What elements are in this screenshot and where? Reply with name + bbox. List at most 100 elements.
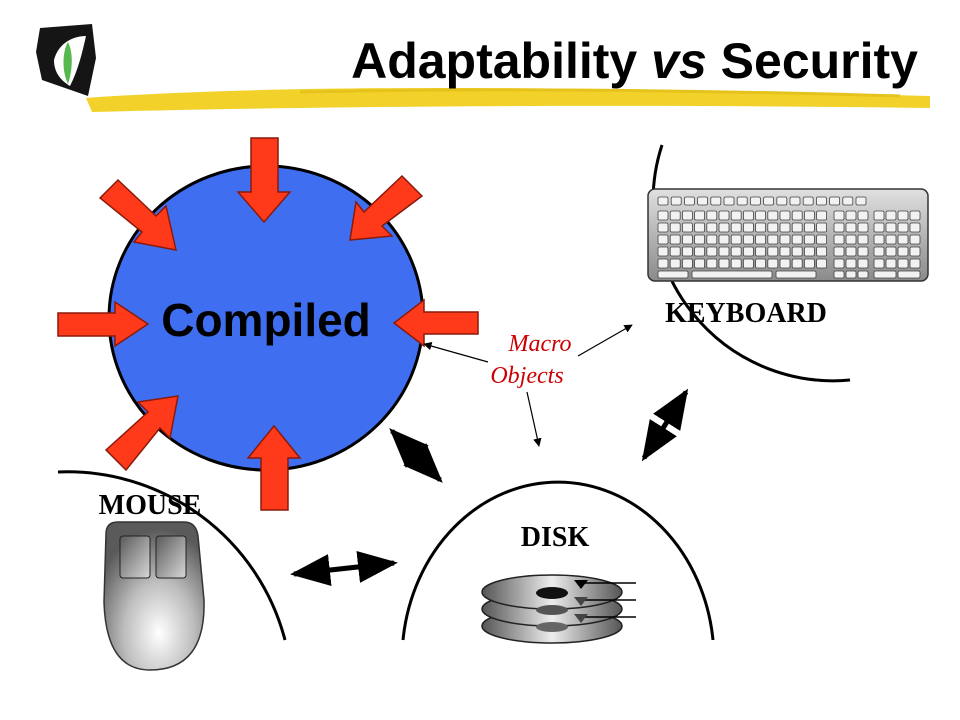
keyboard-key-icon [816, 258, 827, 269]
keyboard-key-icon [845, 222, 857, 233]
keyboard-key-icon [873, 258, 885, 269]
keyboard-key-icon [755, 210, 766, 221]
disk-stack-icon [481, 574, 636, 644]
keyboard-key-icon [694, 234, 705, 245]
keyboard-key-icon [791, 258, 803, 269]
keyboard-key-icon [767, 234, 779, 245]
keyboard-key-icon [718, 222, 730, 233]
keyboard-key-icon [857, 210, 869, 221]
keyboard-key-icon [791, 210, 803, 221]
keyboard-key-icon [657, 196, 669, 206]
keyboard-key-icon [706, 246, 718, 257]
keyboard-key-icon [767, 222, 779, 233]
keyboard-key-icon [855, 196, 867, 206]
keyboard-key-icon [743, 222, 754, 233]
title-highlight [86, 87, 930, 112]
keyboard-key-icon [657, 234, 669, 245]
keyboard-key-icon [897, 210, 909, 221]
pressure-arrow-top [236, 137, 292, 224]
mouse-left-button-icon [119, 535, 151, 579]
macro-label-line2: Objects [490, 363, 563, 389]
keyboard-key-icon [816, 222, 827, 233]
keyboard-key-icon [802, 196, 814, 206]
keyboard-key-icon [791, 234, 803, 245]
keyboard-key-icon [694, 246, 705, 257]
keyboard-key-icon [657, 258, 669, 269]
title-highlight-streak [299, 88, 901, 98]
keyboard-key-icon [736, 196, 748, 206]
pressure-arrow-top-left [98, 178, 177, 251]
keyboard-key-icon [897, 234, 909, 245]
data-flow-arrows [290, 388, 689, 586]
keyboard-key-icon [682, 222, 693, 233]
keyboard-key-icon [833, 258, 845, 269]
keyboard-key-icon [669, 222, 681, 233]
keyboard-key-icon [657, 270, 689, 279]
keyboard-key-icon [730, 210, 742, 221]
keyboard-key-icon [816, 246, 827, 257]
keyboard-key-icon [857, 222, 869, 233]
keyboard-key-icon [718, 246, 730, 257]
keyboard-key-icon [873, 222, 885, 233]
macro-pointer-keyboard [577, 324, 633, 357]
keyboard-key-icon [791, 246, 803, 257]
keyboard-key-icon [743, 246, 754, 257]
arrow-compiled-disk [389, 428, 443, 483]
keyboard-key-icon [833, 246, 845, 257]
keyboard-key-icon [657, 222, 669, 233]
keyboard-key-icon [697, 196, 708, 206]
keyboard-key-icon [816, 210, 827, 221]
macro-pointer-compiled [423, 342, 489, 363]
disk-label: DISK [521, 522, 590, 553]
keyboard-key-icon [897, 246, 909, 257]
keyboard-key-icon [730, 258, 742, 269]
keyboard-key-icon [873, 234, 885, 245]
keyboard-key-icon [706, 258, 718, 269]
keyboard-key-icon [755, 222, 766, 233]
keyboard-key-icon [718, 210, 730, 221]
keyboard-key-icon [682, 234, 693, 245]
keyboard-key-icon [833, 270, 845, 279]
pressure-arrow-bottom [246, 424, 302, 511]
keyboard-key-icon [706, 234, 718, 245]
pressure-arrow-right [392, 298, 479, 348]
keyboard-key-icon [816, 234, 827, 245]
keyboard-key-icon [897, 258, 909, 269]
keyboard-key-icon [789, 196, 801, 206]
keyboard-key-icon [763, 196, 774, 206]
mouse-arc [57, 470, 287, 641]
keyboard-key-icon [791, 222, 803, 233]
keyboard-key-icon [718, 258, 730, 269]
keyboard-key-icon [743, 258, 754, 269]
keyboard-key-icon [750, 196, 761, 206]
keyboard-key-icon [767, 258, 779, 269]
keyboard-key-icon [857, 258, 869, 269]
keyboard-key-icon [691, 270, 773, 279]
eye-logo-icon [36, 24, 96, 96]
keyboard-key-icon [706, 210, 718, 221]
keyboard-key-icon [755, 258, 766, 269]
slide-title: Adaptability vs Security [351, 33, 918, 89]
keyboard-key-icon [669, 258, 681, 269]
keyboard-key-icon [682, 210, 693, 221]
keyboard-key-icon [706, 222, 718, 233]
arrow-keyboard-disk [641, 388, 689, 462]
keyboard-key-icon [694, 258, 705, 269]
keyboard-key-icon [804, 258, 815, 269]
keyboard-key-icon [885, 210, 897, 221]
keyboard-key-icon [857, 246, 869, 257]
keyboard-key-icon [897, 222, 909, 233]
keyboard-key-icon [804, 234, 815, 245]
keyboard-key-icon [743, 210, 754, 221]
keyboard-key-icon [669, 246, 681, 257]
keyboard-key-icon [833, 210, 845, 221]
arrow-mouse-disk [290, 551, 398, 586]
macro-label-line1: Macro [507, 331, 571, 357]
keyboard-key-icon [829, 196, 840, 206]
keyboard-key-icon [804, 222, 815, 233]
pressure-arrow-left [57, 300, 150, 348]
keyboard-key-icon [775, 270, 817, 279]
keyboard-key-icon [909, 234, 921, 245]
keyboard-key-icon [779, 234, 791, 245]
keyboard-key-icon [669, 210, 681, 221]
